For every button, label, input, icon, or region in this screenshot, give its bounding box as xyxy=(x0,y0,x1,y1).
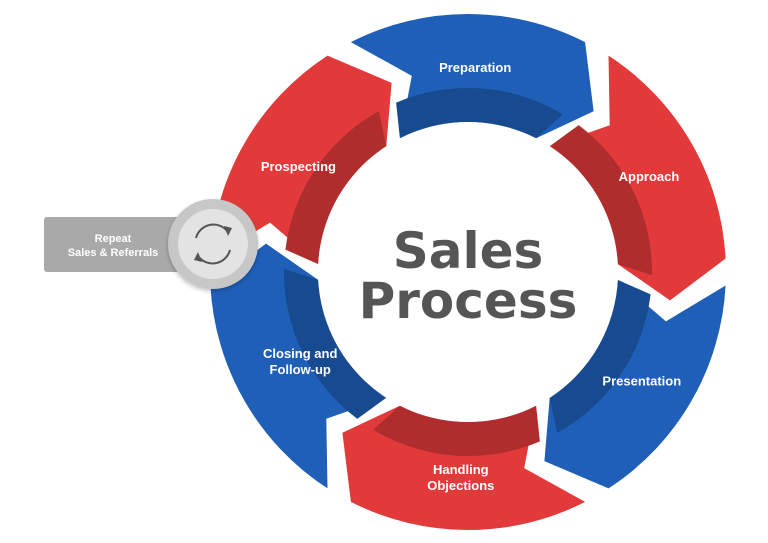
center-title-line-1: Sales xyxy=(393,222,544,280)
stage-label-4-line-2: Objections xyxy=(427,478,494,493)
stage-labels: PreparationApproachPresentationHandlingO… xyxy=(261,60,681,493)
center-disc xyxy=(318,122,618,422)
process-ring xyxy=(210,13,726,531)
stage-label-4-line-1: Handling xyxy=(433,462,489,477)
stage-label-3-line-1: Presentation xyxy=(602,374,681,389)
center-title-line-2: Process xyxy=(359,272,578,330)
stage-segment-shade-2 xyxy=(549,125,653,276)
repeat-line-1: Repeat xyxy=(95,233,132,245)
stage-segment-shade-3 xyxy=(549,279,651,433)
stage-segment-3 xyxy=(544,279,726,489)
repeat-tab-box xyxy=(44,217,194,272)
stage-label-2-line-1: Approach xyxy=(619,169,680,184)
repeat-line-2: Sales & Referrals xyxy=(68,247,159,259)
repeat-hub-inner xyxy=(178,209,248,279)
stage-segment-6 xyxy=(210,55,392,265)
repeat-tab: Repeat Sales & Referrals xyxy=(44,217,194,272)
stage-label-5-line-1: Closing and xyxy=(263,346,337,361)
stage-label-6-line-1: Prospecting xyxy=(261,159,336,174)
stage-segment-2 xyxy=(549,55,726,301)
repeat-hub xyxy=(168,199,258,289)
stage-segment-shade-5 xyxy=(283,268,387,419)
stage-segment-shade-6 xyxy=(285,111,387,265)
stage-label-1-line-1: Preparation xyxy=(439,60,511,75)
stage-segment-shade-1 xyxy=(396,87,563,139)
stage-segment-shade-4 xyxy=(373,405,540,457)
stage-segment-5 xyxy=(210,243,387,489)
refresh-cycle-icon xyxy=(194,223,232,265)
stage-label-5-line-2: Follow-up xyxy=(270,362,331,377)
